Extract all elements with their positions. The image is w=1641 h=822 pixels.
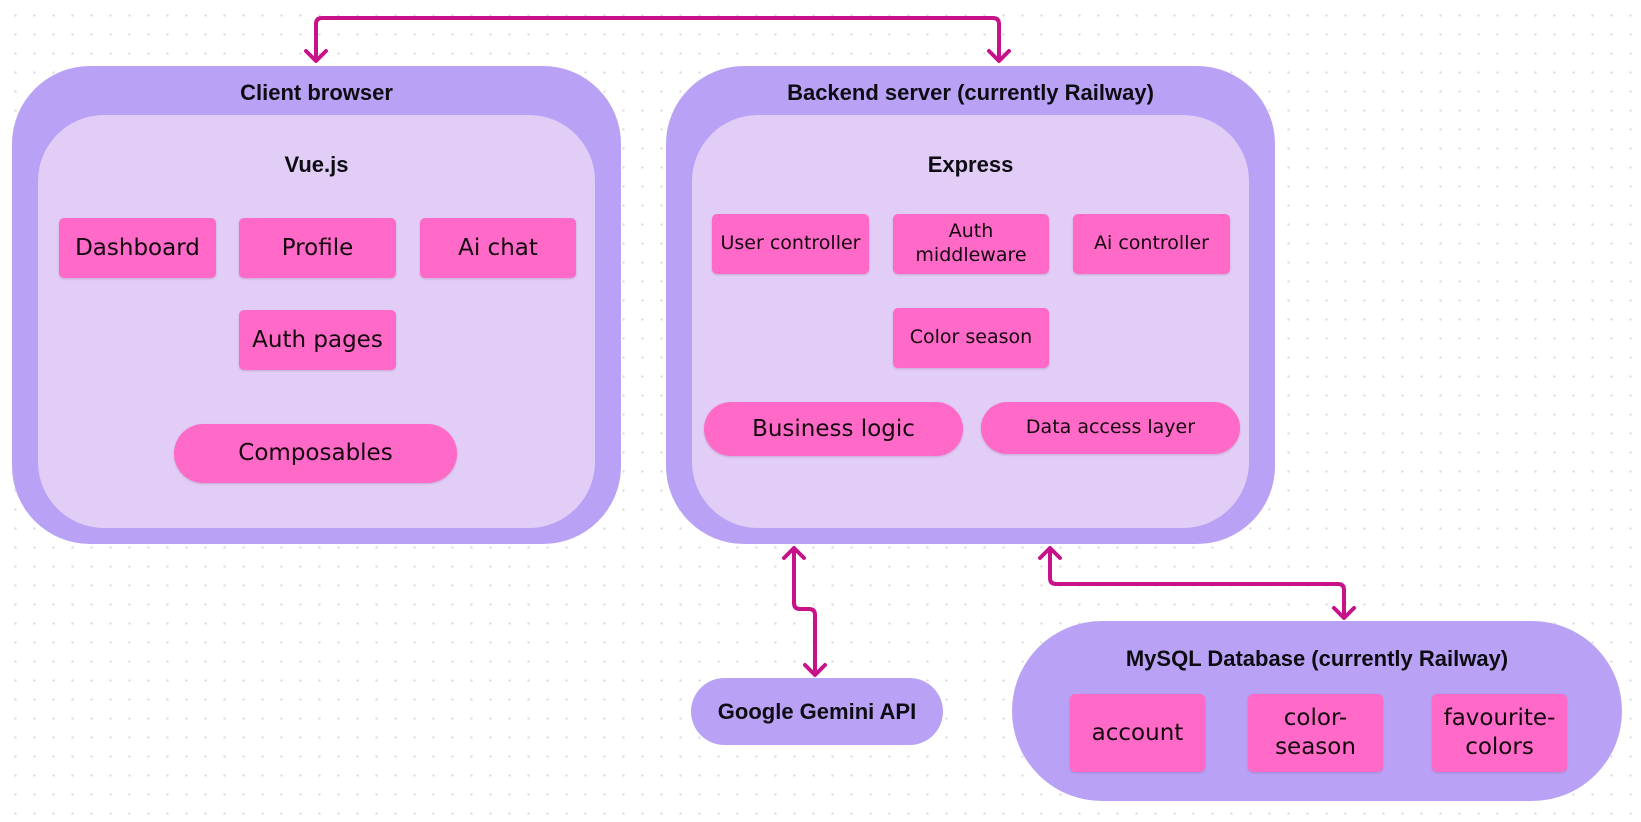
profile-component: Profile	[239, 218, 396, 278]
connector-backend-gemini	[782, 546, 827, 677]
business-logic-component: Business logic	[704, 402, 963, 456]
google-gemini-api-title: Google Gemini API	[717, 698, 917, 724]
ai-controller-component: Ai controller	[1073, 214, 1230, 274]
client-browser-title: Client browser	[240, 80, 393, 105]
auth-middleware-component: Auth middleware	[893, 214, 1049, 274]
connector-backend-database	[1038, 546, 1356, 620]
user-controller-component: User controller	[712, 214, 869, 274]
composables-component: Composables	[174, 424, 457, 483]
color-season-table: color-season	[1248, 694, 1383, 772]
favourite-colors-table: favourite-colors	[1432, 694, 1567, 772]
account-table: account	[1070, 694, 1205, 772]
vuejs-title: Vue.js	[284, 152, 349, 177]
ai-chat-component: Ai chat	[420, 218, 576, 278]
color-season-component: Color season	[893, 308, 1049, 368]
backend-server-container: Backend server (currently Railway) Expre…	[666, 66, 1275, 544]
dashboard-component: Dashboard	[59, 218, 216, 278]
auth-pages-component: Auth pages	[239, 310, 396, 370]
data-access-layer-component: Data access layer	[981, 402, 1240, 454]
express-title: Express	[927, 152, 1014, 177]
mysql-database-title: MySQL Database (currently Railway)	[1125, 646, 1509, 671]
google-gemini-api-node: Google Gemini API	[691, 678, 943, 745]
backend-server-title: Backend server (currently Railway)	[787, 80, 1154, 105]
connector-client-backend	[304, 16, 1011, 63]
